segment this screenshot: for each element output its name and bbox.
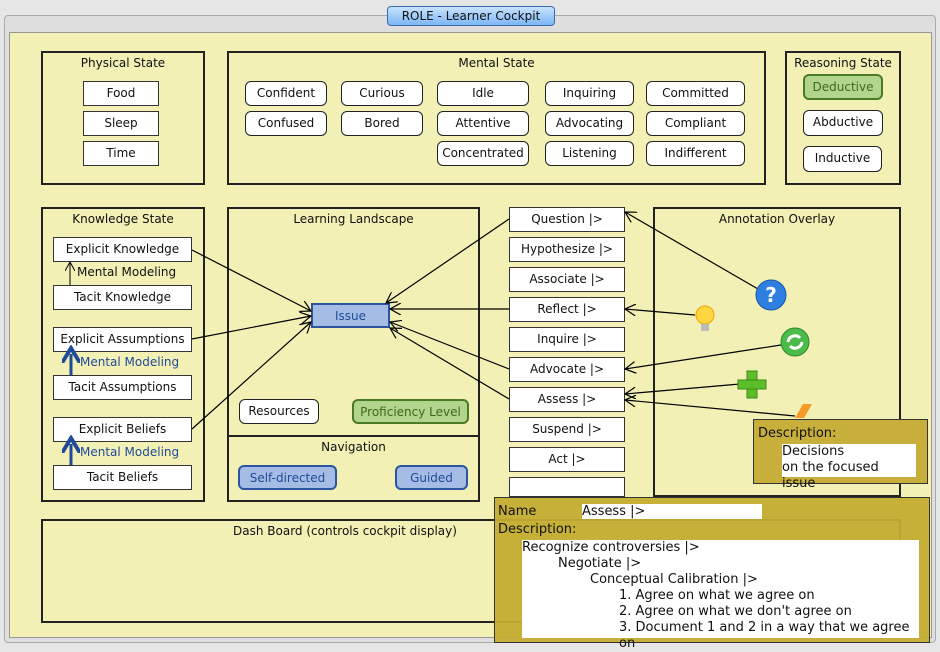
item-details-popup: Name Assess |> Description: Recognize co… xyxy=(494,497,930,651)
description-text[interactable]: Recognize controversies |> Negotiate |> … xyxy=(522,540,919,651)
advocate-action[interactable]: Advocate |> xyxy=(509,357,625,382)
panel-title: Physical State xyxy=(80,56,166,70)
food-button[interactable]: Food xyxy=(83,81,159,106)
reflect-action[interactable]: Reflect |> xyxy=(509,297,625,322)
guided-button[interactable]: Guided xyxy=(395,465,468,490)
reasoning-state-panel: Reasoning State xyxy=(785,51,901,185)
hypothesize-action[interactable]: Hypothesize |> xyxy=(509,237,625,262)
tacit-assumptions-node[interactable]: Tacit Assumptions xyxy=(53,375,192,400)
associate-action[interactable]: Associate |> xyxy=(509,267,625,292)
resources-button[interactable]: Resources xyxy=(239,399,319,424)
description-label: Description: xyxy=(758,426,837,441)
description-line: on the focused issue xyxy=(782,460,879,491)
knowledge-state-panel: Knowledge State xyxy=(41,207,205,502)
panel-title: Mental State xyxy=(458,56,535,70)
description-line: 1. Agree on what we agree on xyxy=(619,588,815,603)
mental-modeling-label: Mental Modeling xyxy=(80,445,180,459)
idle-button[interactable]: Idle xyxy=(437,81,529,106)
indifferent-button[interactable]: Indifferent xyxy=(646,141,745,166)
panel-title: Learning Landscape xyxy=(293,212,414,226)
panel-title: Navigation xyxy=(321,440,386,454)
panel-title: Dash Board (controls cockpit display) xyxy=(233,524,457,538)
physical-state-panel: Physical State xyxy=(41,51,205,185)
pencil-icon xyxy=(795,404,812,418)
description-text: Decisions on the focused issue xyxy=(782,444,916,491)
deductive-button[interactable]: Deductive xyxy=(803,74,883,100)
issue-node[interactable]: Issue xyxy=(311,303,390,328)
lightbulb-icon xyxy=(695,305,715,331)
annotation-overlay-panel: Annotation Overlay xyxy=(653,207,901,497)
attentive-button[interactable]: Attentive xyxy=(437,111,529,136)
time-button[interactable]: Time xyxy=(83,141,159,166)
compliant-button[interactable]: Compliant xyxy=(646,111,745,136)
navigation-panel: Navigation xyxy=(227,435,480,502)
panel-title: Reasoning State xyxy=(794,56,892,70)
refresh-icon xyxy=(780,327,810,357)
mental-modeling-label: Mental Modeling xyxy=(77,265,177,279)
listening-button[interactable]: Listening xyxy=(545,141,634,166)
description-label: Description: xyxy=(498,522,577,537)
mental-modeling-label: Mental Modeling xyxy=(80,355,180,369)
annotation-description-popup: Description: Decisions on the focused is… xyxy=(753,419,928,491)
confused-button[interactable]: Confused xyxy=(245,111,327,136)
question-action[interactable]: Question |> xyxy=(509,207,625,232)
description-line: 2. Agree on what we don't agree on xyxy=(619,604,852,619)
panel-title: Knowledge State xyxy=(72,212,174,226)
description-line: Negotiate |> xyxy=(558,556,642,571)
svg-text:?: ? xyxy=(765,283,777,307)
inductive-button[interactable]: Inductive xyxy=(803,146,882,172)
description-line: 3. Document 1 and 2 in a way that we agr… xyxy=(619,620,910,651)
curious-button[interactable]: Curious xyxy=(341,81,423,106)
window-title: ROLE - Learner Cockpit xyxy=(387,6,555,26)
description-line: Conceptual Calibration |> xyxy=(590,572,758,587)
suspend-action[interactable]: Suspend |> xyxy=(509,417,625,442)
sleep-button[interactable]: Sleep xyxy=(83,111,159,136)
explicit-assumptions-node[interactable]: Explicit Assumptions xyxy=(53,327,192,352)
proficiency-level-button[interactable]: Proficiency Level xyxy=(352,399,469,424)
inquiring-button[interactable]: Inquiring xyxy=(545,81,634,106)
explicit-knowledge-node[interactable]: Explicit Knowledge xyxy=(53,237,192,262)
committed-button[interactable]: Committed xyxy=(646,81,745,106)
inquire-action[interactable]: Inquire |> xyxy=(509,327,625,352)
panel-title: Annotation Overlay xyxy=(718,212,836,226)
tacit-beliefs-node[interactable]: Tacit Beliefs xyxy=(53,465,192,490)
plus-icon xyxy=(737,370,767,399)
abductive-button[interactable]: Abductive xyxy=(803,110,883,136)
concentrated-button[interactable]: Concentrated xyxy=(437,141,529,166)
name-field[interactable]: Assess |> xyxy=(582,504,762,519)
question-icon: ? xyxy=(755,279,787,311)
tacit-knowledge-node[interactable]: Tacit Knowledge xyxy=(53,285,192,310)
advocating-button[interactable]: Advocating xyxy=(545,111,634,136)
bored-button[interactable]: Bored xyxy=(341,111,423,136)
name-label: Name xyxy=(498,504,537,519)
confident-button[interactable]: Confident xyxy=(245,81,327,106)
description-line: Recognize controversies |> xyxy=(522,540,700,555)
act-action[interactable]: Act |> xyxy=(509,447,625,472)
description-line: Decisions xyxy=(782,444,845,459)
self-directed-button[interactable]: Self-directed xyxy=(238,465,337,490)
hidden-action[interactable] xyxy=(509,477,625,497)
mental-state-panel: Mental State xyxy=(227,51,766,185)
